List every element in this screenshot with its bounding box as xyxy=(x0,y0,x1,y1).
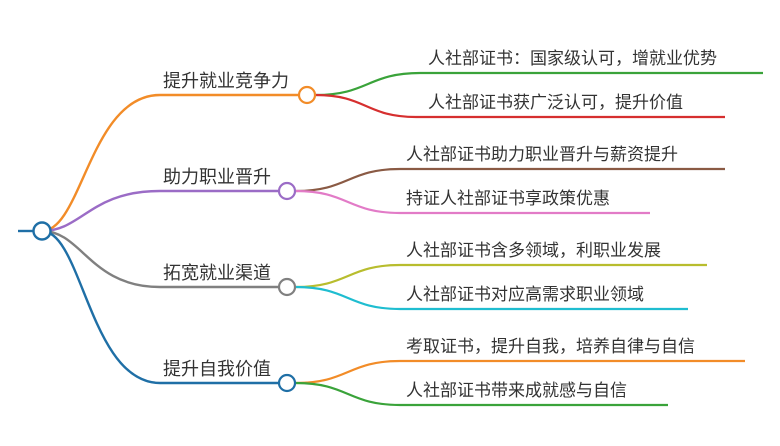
leaf-connector-4-1 xyxy=(295,359,745,385)
branch-connector-3 xyxy=(41,229,161,289)
leaf-label-4-2: 人社部证书带来成就感与自信 xyxy=(406,381,627,401)
branch-label-3: 拓宽就业渠道 xyxy=(163,263,271,284)
branch-node-1[interactable] xyxy=(297,85,317,105)
branch-connector-2 xyxy=(41,189,161,233)
branch-connector-4 xyxy=(41,229,161,385)
leaf-label-2-1: 人社部证书助力职业晋升与薪资提升 xyxy=(406,145,678,165)
leaf-label-3-2: 人社部证书对应高需求职业领域 xyxy=(406,285,644,305)
branch-label-1: 提升就业竞争力 xyxy=(163,71,289,92)
root-node[interactable] xyxy=(32,221,52,241)
leaf-label-1-1: 人社部证书：国家级认可，增就业优势 xyxy=(428,49,717,69)
leaf-connector-3-1 xyxy=(295,263,707,289)
leaf-connector-4-2 xyxy=(295,381,668,407)
leaf-label-4-1: 考取证书，提升自我，培养自律与自信 xyxy=(406,337,695,357)
leaf-label-2-2: 持证人社部证书享政策优惠 xyxy=(406,189,610,209)
leaf-connector-1-1 xyxy=(315,71,763,97)
mindmap-nodes xyxy=(32,85,317,393)
mindmap-labels: 提升就业竞争力 人社部证书：国家级认可，增就业优势人社部证书获广泛认可，提升价值助… xyxy=(163,49,717,401)
mindmap-edges xyxy=(18,71,763,407)
branch-connector-1 xyxy=(41,93,161,233)
leaf-connector-2-2 xyxy=(295,189,650,215)
branch-node-3[interactable] xyxy=(277,277,297,297)
leaf-connector-2-1 xyxy=(295,167,725,193)
leaf-label-3-1: 人社部证书含多领域，利职业发展 xyxy=(406,241,661,261)
leaf-label-1-2: 人社部证书获广泛认可，提升价值 xyxy=(428,93,683,113)
leaf-connector-3-2 xyxy=(295,285,688,311)
branch-node-4[interactable] xyxy=(277,373,297,393)
leaf-connector-1-2 xyxy=(315,93,725,119)
branch-node-2[interactable] xyxy=(277,181,297,201)
branch-label-2: 助力职业晋升 xyxy=(163,167,271,188)
branch-label-4: 提升自我价值 xyxy=(163,359,271,380)
